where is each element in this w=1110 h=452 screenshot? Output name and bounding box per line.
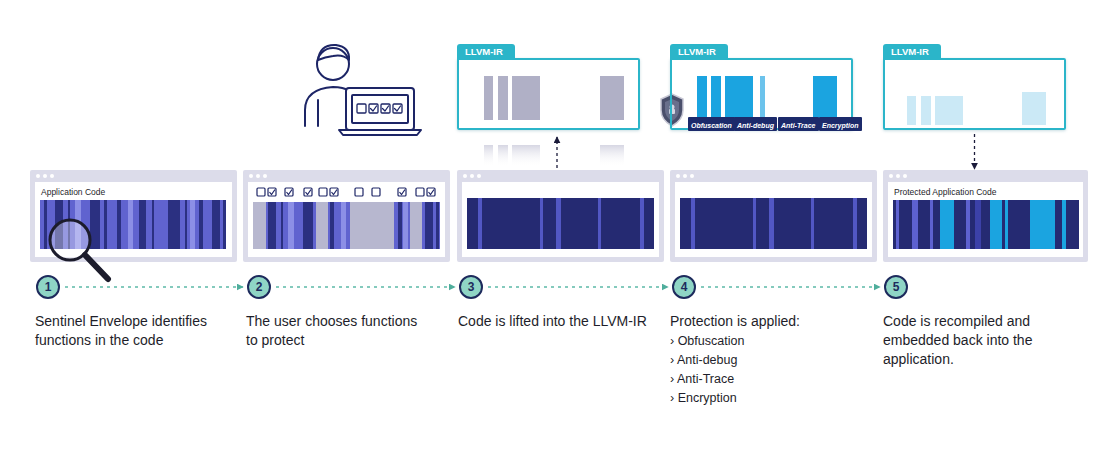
step-description: Code is recompiled and embedded back int… — [883, 312, 1053, 369]
protection-tag: Encryption — [819, 117, 862, 131]
list-item: › Anti-Trace — [670, 370, 734, 389]
step-number: 5 — [893, 281, 900, 293]
list-item: › Encryption — [670, 389, 737, 408]
flow-arrow — [276, 286, 455, 287]
step-number: 3 — [468, 281, 475, 293]
step-description: Code is lifted into the LLVM-IR — [458, 312, 673, 331]
code-bars — [893, 200, 1079, 249]
tag-label: Obfuscation — [691, 122, 732, 129]
code-bars — [467, 198, 654, 249]
step-number-circle: 3 — [459, 275, 483, 299]
code-window: Application Code — [30, 170, 237, 262]
flow-arrow — [65, 286, 243, 287]
llvm-ir-window: LLVM-IR — [883, 58, 1066, 130]
code-bars — [253, 202, 440, 249]
protection-tag: Obfuscation — [688, 117, 735, 131]
protection-tag: Anti-debug — [734, 117, 777, 131]
window-tab-title: LLVM-IR — [457, 44, 515, 60]
list-item: › Obfuscation — [670, 332, 744, 351]
protection-tag: Anti-Trace — [778, 117, 819, 131]
lift-arrow — [556, 137, 557, 168]
magnifying-glass — [50, 220, 108, 279]
tag-label: Anti-Trace — [781, 122, 816, 129]
step-number: 4 — [681, 281, 688, 293]
shield-icon — [661, 94, 683, 126]
window-label: Application Code — [41, 187, 105, 197]
function-checkboxes — [257, 188, 435, 196]
step-number-circle: 5 — [884, 275, 908, 299]
user-illustration — [305, 45, 421, 135]
step-number: 2 — [256, 281, 263, 293]
step-number-circle: 2 — [247, 275, 271, 299]
tag-label: Encryption — [822, 122, 859, 129]
code-bars — [680, 198, 867, 249]
list-item: › Anti-debug — [670, 351, 737, 370]
step-number-circle: 1 — [36, 275, 60, 299]
faded-reflection — [484, 145, 624, 167]
flow-arrow — [701, 286, 880, 287]
llvm-ir-window: LLVM-IR — [457, 58, 640, 130]
tag-label: Anti-debug — [737, 122, 774, 129]
window-tab-title: LLVM-IR — [883, 44, 941, 60]
step-number-circle: 4 — [672, 275, 696, 299]
flow-arrow — [974, 134, 975, 169]
browser-frames — [30, 170, 1088, 262]
step-description: Protection is applied: — [670, 312, 870, 331]
window-tab-title: LLVM-IR — [670, 44, 728, 60]
step-description: The user chooses functions to protect — [246, 312, 431, 350]
window-label: Protected Application Code — [894, 187, 997, 197]
llvm-ir-window: LLVM-IRObfuscationAnti-debugAnti-TraceEn… — [670, 58, 853, 130]
step-description: Sentinel Envelope identifies functions i… — [35, 312, 235, 350]
code-window: Protected Application Code — [883, 170, 1088, 262]
flow-arrow — [488, 286, 668, 287]
step-number: 1 — [45, 281, 52, 293]
